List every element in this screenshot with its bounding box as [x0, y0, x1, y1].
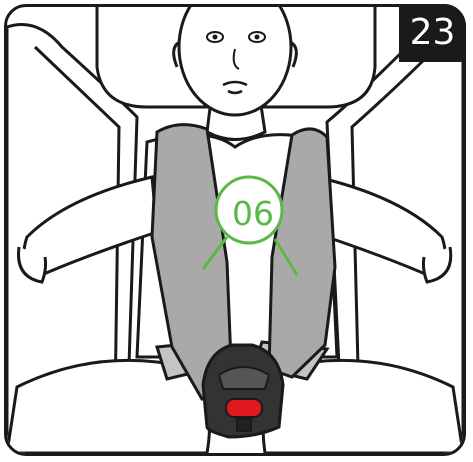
child-pupil-right — [255, 35, 260, 40]
buckle-tab — [237, 419, 251, 431]
child-pupil-left — [213, 35, 218, 40]
illustration-frame: 06 — [4, 4, 466, 456]
callout-label: 06 — [215, 185, 291, 243]
buckle-tongue — [219, 367, 269, 389]
step-number-badge: 23 — [399, 4, 466, 62]
buckle-release-button — [226, 399, 262, 417]
